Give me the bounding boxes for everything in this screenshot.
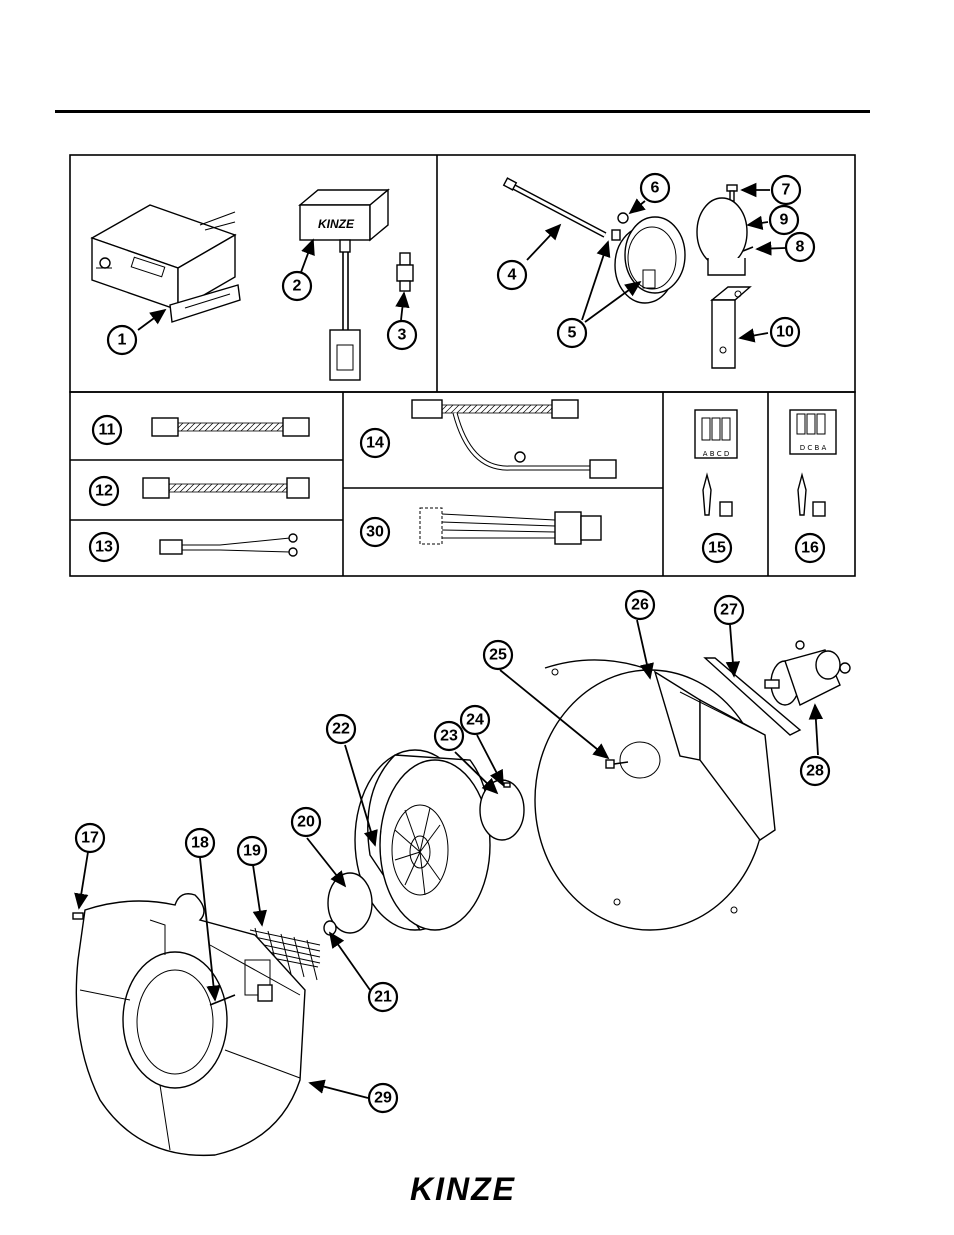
fan-housing bbox=[535, 660, 775, 930]
callout-5: 5 bbox=[558, 319, 586, 347]
svg-text:15: 15 bbox=[708, 540, 726, 557]
svg-text:29: 29 bbox=[374, 1090, 392, 1107]
washer bbox=[324, 921, 336, 935]
svg-text:13: 13 bbox=[95, 539, 113, 556]
svg-text:10: 10 bbox=[776, 324, 794, 341]
callout-2: 2 bbox=[283, 272, 311, 300]
connector-15-pins: A B C D bbox=[703, 450, 730, 458]
svg-text:2: 2 bbox=[293, 278, 302, 295]
svg-text:23: 23 bbox=[440, 728, 458, 745]
svg-text:1: 1 bbox=[118, 332, 127, 349]
module-brand-text: KINZE bbox=[318, 217, 355, 231]
callout-14: 14 bbox=[361, 429, 389, 457]
harness-14 bbox=[412, 400, 616, 478]
cover-screw bbox=[73, 913, 83, 919]
sensor-rod bbox=[504, 178, 605, 235]
gauge-bracket bbox=[697, 198, 747, 275]
callout-10: 10 bbox=[771, 318, 799, 346]
svg-text:KINZE: KINZE bbox=[410, 1171, 516, 1207]
callout-8: 8 bbox=[786, 233, 814, 261]
callout-6: 6 bbox=[641, 174, 669, 202]
svg-text:4: 4 bbox=[508, 267, 517, 284]
callout-11: 11 bbox=[93, 416, 121, 444]
kinze-logo: KINZE bbox=[410, 1171, 516, 1207]
harness-11 bbox=[152, 418, 309, 436]
svg-text:21: 21 bbox=[374, 989, 392, 1006]
svg-text:16: 16 bbox=[801, 540, 819, 557]
callout-23: 23 bbox=[435, 722, 463, 750]
svg-text:28: 28 bbox=[806, 763, 824, 780]
nut bbox=[618, 213, 628, 223]
callout-7: 7 bbox=[772, 176, 800, 204]
svg-text:22: 22 bbox=[332, 721, 350, 738]
callout-24: 24 bbox=[461, 706, 489, 734]
front-cover bbox=[76, 894, 305, 1156]
fan-wheel bbox=[355, 750, 490, 930]
callout-29: 29 bbox=[369, 1084, 397, 1112]
fitting bbox=[397, 253, 413, 291]
callout-16: 16 bbox=[796, 534, 824, 562]
callout-9: 9 bbox=[770, 206, 798, 234]
svg-text:9: 9 bbox=[780, 212, 789, 229]
svg-text:26: 26 bbox=[631, 597, 649, 614]
svg-text:6: 6 bbox=[651, 180, 660, 197]
mounting-bracket bbox=[712, 287, 750, 368]
callout-13: 13 bbox=[90, 533, 118, 561]
svg-text:5: 5 bbox=[568, 325, 577, 342]
harness-13 bbox=[160, 534, 297, 556]
hydraulic-motor bbox=[765, 641, 850, 705]
callout-3: 3 bbox=[388, 321, 416, 349]
svg-text:18: 18 bbox=[191, 835, 209, 852]
svg-text:20: 20 bbox=[297, 814, 315, 831]
svg-text:14: 14 bbox=[366, 435, 384, 452]
callout-25: 25 bbox=[484, 641, 512, 669]
callout-1: 1 bbox=[108, 326, 136, 354]
callout-21: 21 bbox=[369, 983, 397, 1011]
hub-plate bbox=[480, 780, 524, 840]
callout-4: 4 bbox=[498, 261, 526, 289]
callout-27: 27 bbox=[715, 596, 743, 624]
hub-screw bbox=[504, 783, 510, 787]
svg-text:12: 12 bbox=[95, 483, 113, 500]
svg-text:19: 19 bbox=[243, 843, 261, 860]
svg-text:30: 30 bbox=[366, 524, 384, 541]
svg-text:11: 11 bbox=[99, 422, 116, 439]
harness-12 bbox=[143, 478, 309, 498]
callout-19: 19 bbox=[238, 837, 266, 865]
callout-22: 22 bbox=[327, 715, 355, 743]
callout-30: 30 bbox=[361, 518, 389, 546]
pressure-gauge bbox=[612, 217, 685, 303]
svg-text:24: 24 bbox=[466, 712, 484, 729]
svg-text:3: 3 bbox=[398, 327, 407, 344]
svg-text:8: 8 bbox=[796, 239, 805, 256]
callout-15: 15 bbox=[703, 534, 731, 562]
callout-20: 20 bbox=[292, 808, 320, 836]
monitor-housing bbox=[92, 205, 240, 322]
kinze-module: KINZE bbox=[300, 190, 388, 380]
svg-text:7: 7 bbox=[782, 182, 791, 199]
svg-text:25: 25 bbox=[489, 647, 507, 664]
callout-17: 17 bbox=[76, 824, 104, 852]
connector-16-pins: D C B A bbox=[800, 444, 827, 452]
callout-12: 12 bbox=[90, 477, 118, 505]
svg-text:27: 27 bbox=[720, 602, 738, 619]
callout-28: 28 bbox=[801, 757, 829, 785]
harness-30 bbox=[420, 508, 601, 544]
callout-26: 26 bbox=[626, 591, 654, 619]
callout-18: 18 bbox=[186, 829, 214, 857]
connector-16: D C B A bbox=[790, 410, 836, 516]
connector-15: A B C D bbox=[695, 410, 737, 516]
svg-text:17: 17 bbox=[81, 830, 99, 847]
